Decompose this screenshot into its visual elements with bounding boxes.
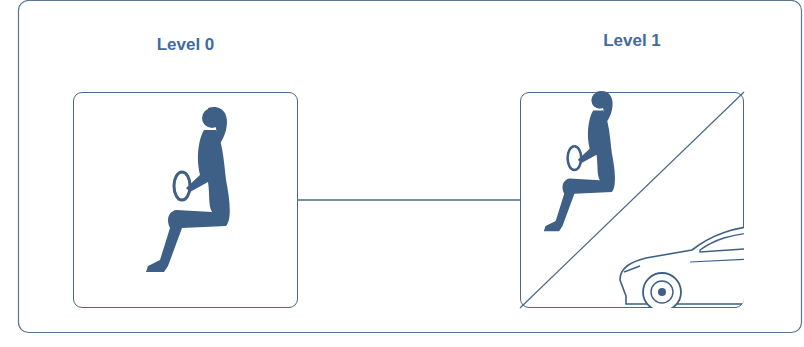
level-heading: Level 0 bbox=[34, 35, 337, 55]
car-illustration bbox=[620, 224, 744, 308]
diagonal-divider bbox=[520, 92, 744, 308]
level-heading: Level 1 bbox=[481, 31, 783, 51]
driver-silhouette bbox=[146, 107, 230, 272]
connector-line bbox=[298, 199, 520, 200]
level-box: Level 1 bbox=[520, 92, 744, 308]
frame-border bbox=[19, 1, 802, 333]
level-box: Level 0 bbox=[73, 92, 298, 308]
driver-silhouette bbox=[544, 91, 615, 231]
